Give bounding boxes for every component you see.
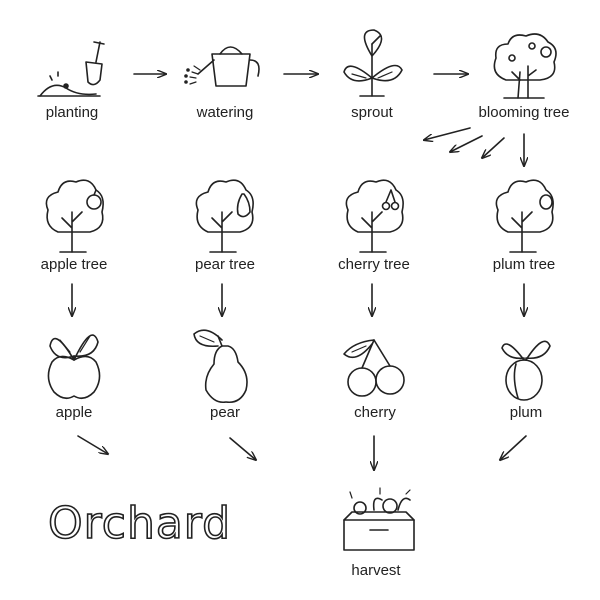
arrow-blooming-apple-tree — [424, 127, 471, 140]
label-blooming-tree: blooming tree — [478, 104, 570, 121]
arrow-pear-harvest — [229, 437, 256, 460]
apple-tree-icon — [45, 179, 104, 253]
label-harvest: harvest — [351, 562, 401, 579]
apple-icon — [47, 334, 101, 400]
pear-tree-icon — [195, 179, 254, 253]
label-planting: planting — [45, 104, 99, 121]
label-sprout: sprout — [351, 104, 393, 121]
label-pear: pear — [209, 404, 241, 421]
arrow-blooming-cherry-tree — [482, 137, 505, 158]
watering-can-icon — [184, 46, 260, 87]
flow-arrows — [72, 74, 526, 470]
sprout-icon — [343, 29, 403, 97]
arrow-blooming-pear-tree — [450, 135, 483, 152]
planting-icon — [37, 41, 105, 97]
label-apple-tree: apple tree — [40, 256, 108, 273]
blooming-tree-icon — [493, 33, 557, 99]
label-apple: apple — [55, 404, 93, 421]
label-watering: watering — [196, 104, 254, 121]
arrow-plum-harvest — [500, 435, 527, 460]
plum-icon — [501, 340, 551, 401]
cherry-tree-icon — [345, 179, 404, 253]
label-plum-tree: plum tree — [492, 256, 556, 273]
label-pear-tree: pear tree — [194, 256, 256, 273]
plum-tree-icon — [495, 179, 554, 253]
pear-icon — [193, 329, 248, 404]
label-cherry: cherry — [354, 404, 396, 421]
diagram-title: Orchard — [47, 497, 232, 550]
label-cherry-tree: cherry tree — [338, 256, 410, 273]
arrow-apple-harvest — [77, 435, 108, 454]
cherry-icon — [343, 339, 405, 397]
label-plum: plum — [509, 404, 543, 421]
harvest-basket-icon — [343, 487, 415, 551]
